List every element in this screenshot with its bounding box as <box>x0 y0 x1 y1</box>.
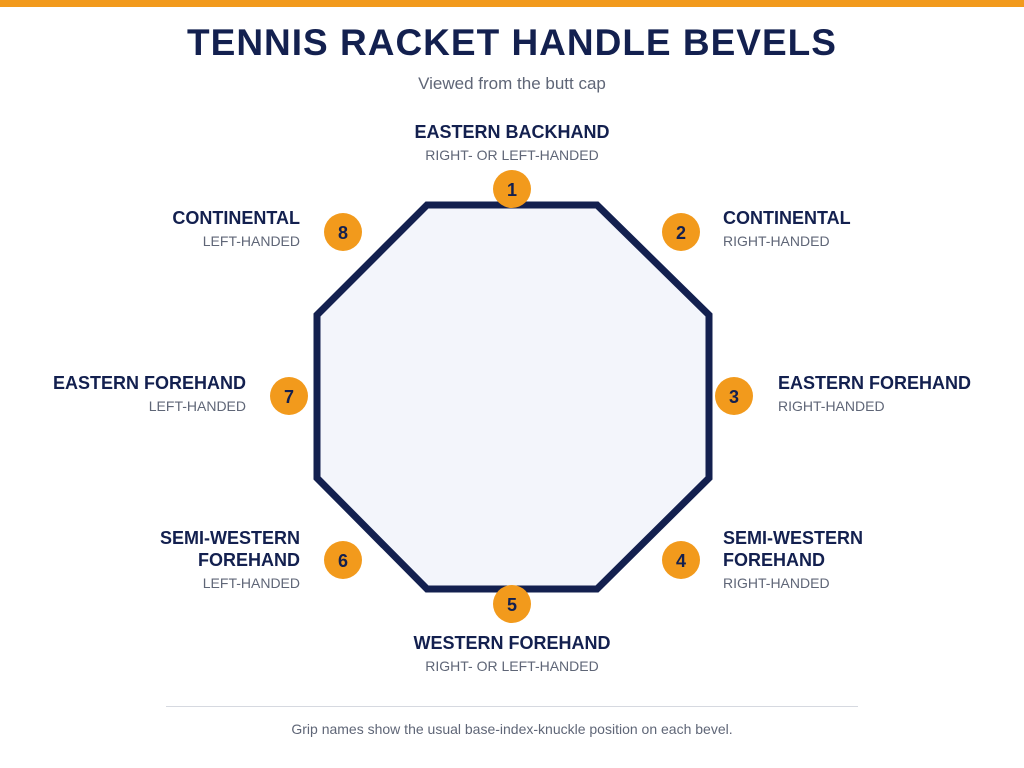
bevel-hand-8: LEFT-HANDED <box>202 233 300 249</box>
bevel-grip-name-5: WESTERN FOREHAND <box>413 633 611 653</box>
bevel-hand-2: RIGHT-HANDED <box>723 233 830 249</box>
bevel-number-5: 5 <box>507 595 517 615</box>
bevel-label-8: CONTINENTAL LEFT-HANDED <box>0 207 300 249</box>
bevel-label-2: CONTINENTAL RIGHT-HANDED <box>723 207 1023 249</box>
bevel-number-1: 1 <box>507 180 517 200</box>
bevel-marker-1: 1 <box>493 170 531 208</box>
top-accent-bar <box>0 0 1024 7</box>
bevel-number-6: 6 <box>338 551 348 571</box>
bevel-hand-7: LEFT-HANDED <box>148 398 246 414</box>
bevel-label-1: EASTERN BACKHAND RIGHT- OR LEFT-HANDED <box>362 121 662 163</box>
bevel-marker-8: 8 <box>324 213 362 251</box>
bevel-number-3: 3 <box>729 387 739 407</box>
handle-octagon <box>313 201 713 593</box>
page-subtitle: Viewed from the butt cap <box>418 74 606 93</box>
bevel-number-8: 8 <box>338 223 348 243</box>
bevel-hand-6: LEFT-HANDED <box>202 575 300 591</box>
bevel-hand-3: RIGHT-HANDED <box>778 398 885 414</box>
bevel-number-4: 4 <box>676 551 686 571</box>
bevel-hand-4: RIGHT-HANDED <box>723 575 830 591</box>
bevel-number-7: 7 <box>284 387 294 407</box>
bevel-grip-name-1: EASTERN BACKHAND <box>414 122 610 142</box>
bevel-grip-name-7: EASTERN FOREHAND <box>52 373 246 393</box>
bevel-grip-name-3: EASTERN FOREHAND <box>778 373 972 393</box>
bevel-marker-2: 2 <box>662 213 700 251</box>
bevel-grip-name-4: SEMI-WESTERN FOREHAND <box>723 528 864 570</box>
bevel-grip-name-8: CONTINENTAL <box>172 208 300 228</box>
bevel-hand-5: RIGHT- OR LEFT-HANDED <box>425 658 599 674</box>
bevel-marker-6: 6 <box>324 541 362 579</box>
footer-divider <box>166 706 858 707</box>
bevel-label-5: WESTERN FOREHAND RIGHT- OR LEFT-HANDED <box>362 632 662 674</box>
bevel-grip-name-2: CONTINENTAL <box>723 208 851 228</box>
bevel-marker-4: 4 <box>662 541 700 579</box>
bevel-label-6: SEMI-WESTERN FOREHAND LEFT-HANDED <box>0 527 300 591</box>
bevel-marker-3: 3 <box>715 377 753 415</box>
bevel-label-7: EASTERN FOREHAND LEFT-HANDED <box>0 372 246 414</box>
bevel-grip-name-6: SEMI-WESTERN FOREHAND <box>159 528 300 570</box>
bevel-label-3: EASTERN FOREHAND RIGHT-HANDED <box>778 372 1018 414</box>
bevel-number-2: 2 <box>676 223 686 243</box>
bevel-hand-1: RIGHT- OR LEFT-HANDED <box>425 147 599 163</box>
bevel-label-4: SEMI-WESTERN FOREHAND RIGHT-HANDED <box>723 527 1023 591</box>
bevel-marker-7: 7 <box>270 377 308 415</box>
page-title: TENNIS RACKET HANDLE BEVELS <box>187 22 837 63</box>
bevel-marker-5: 5 <box>493 585 531 623</box>
footnote: Grip names show the usual base-index-knu… <box>291 721 733 737</box>
